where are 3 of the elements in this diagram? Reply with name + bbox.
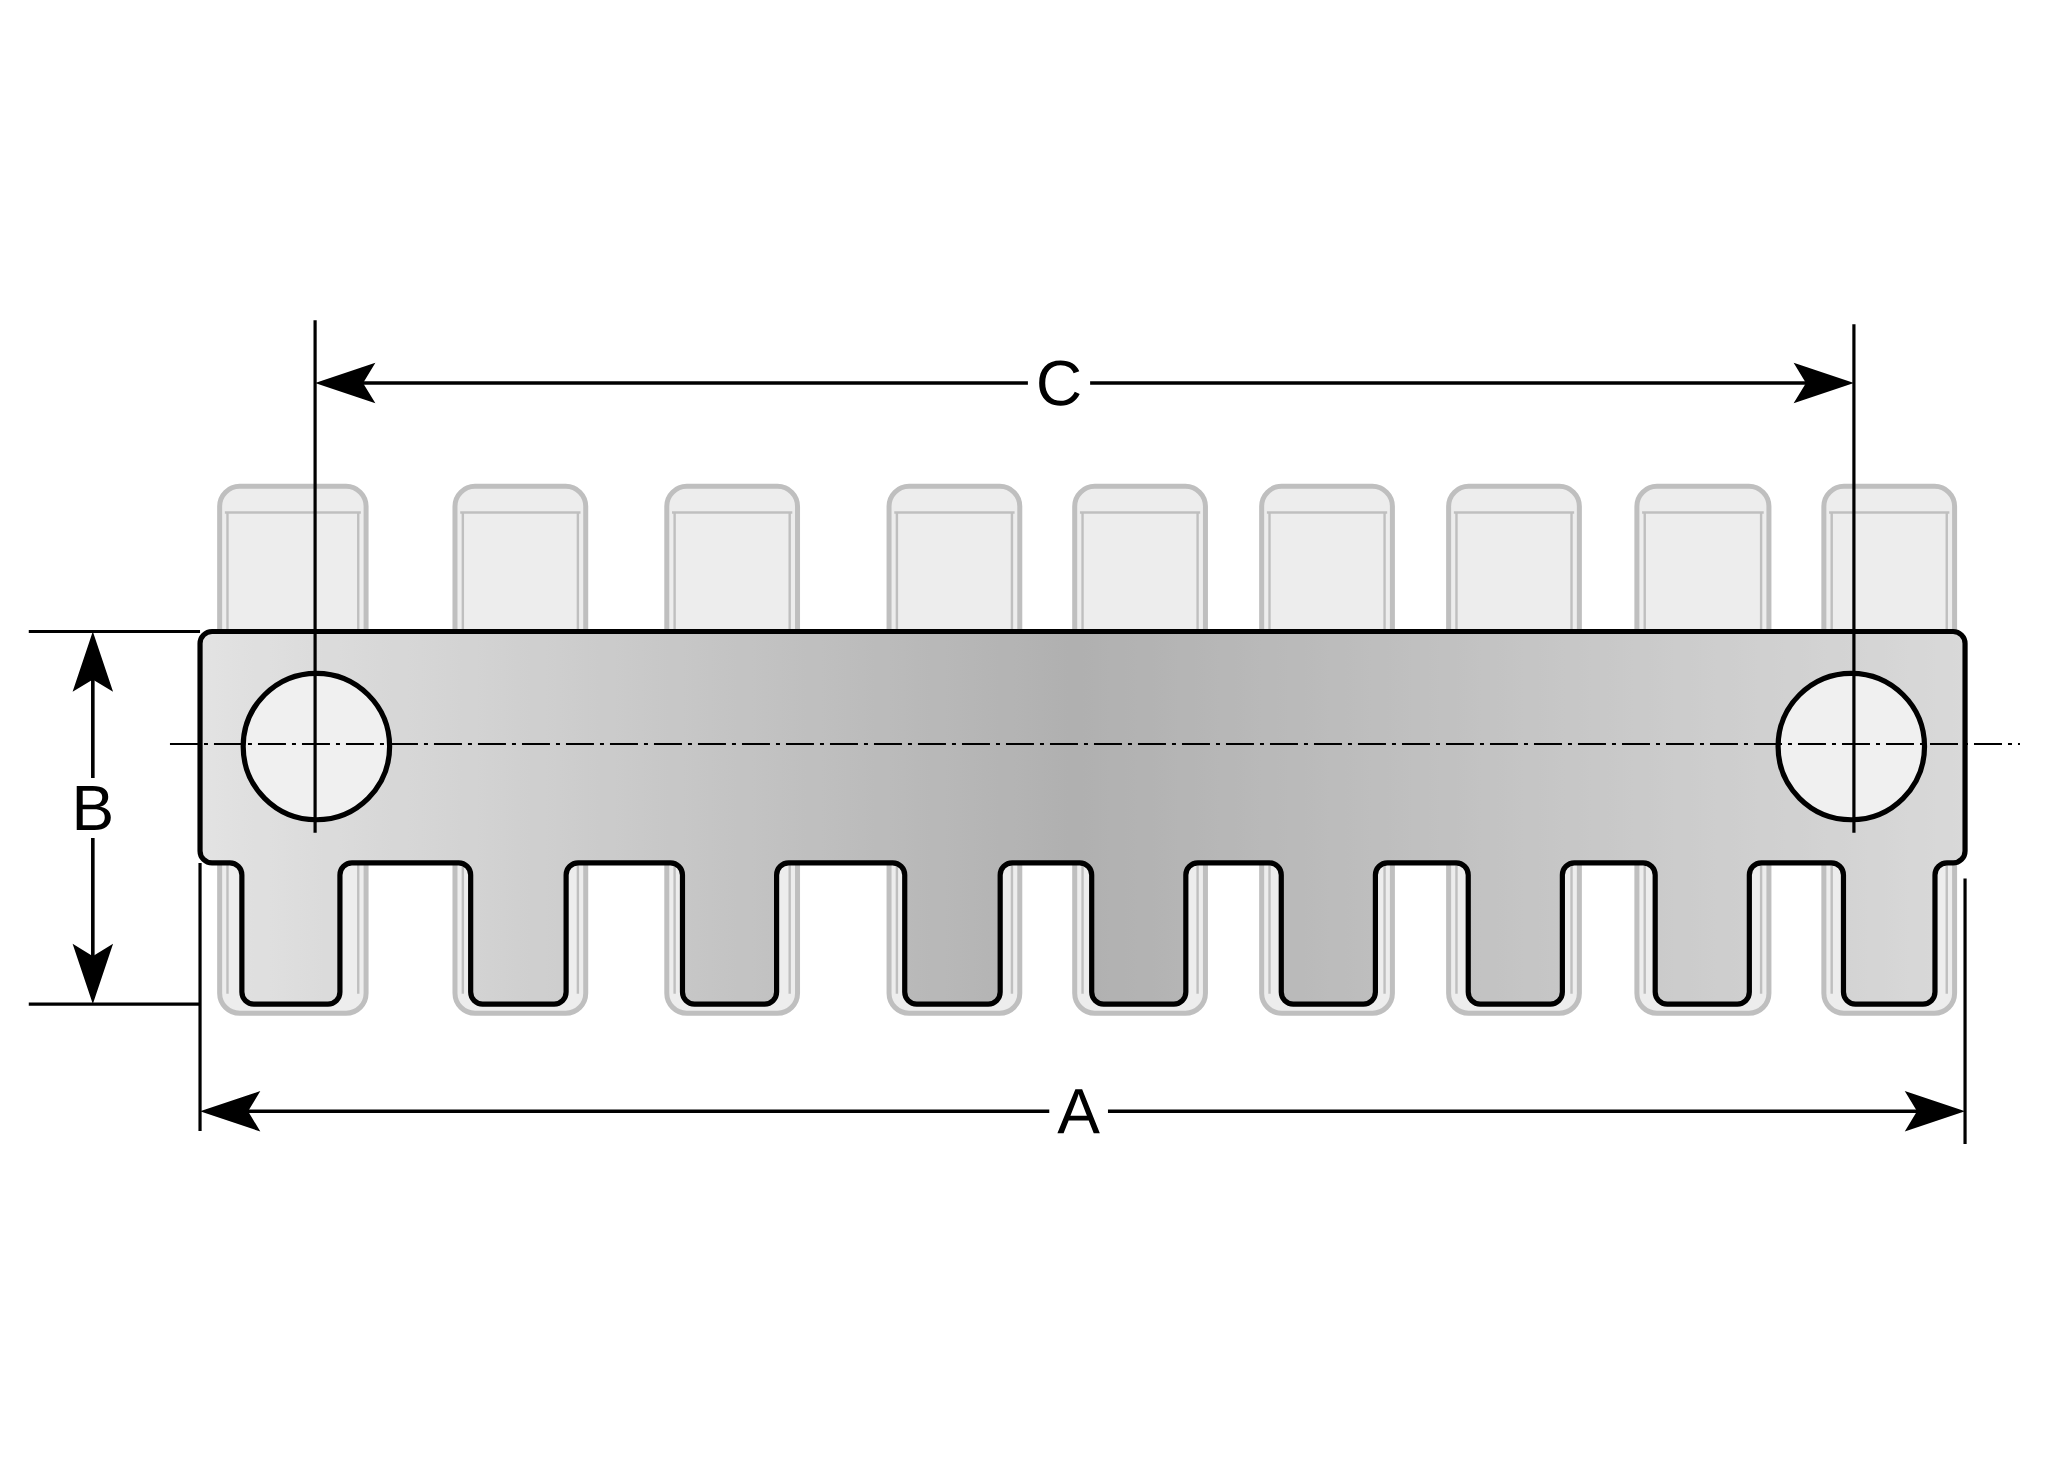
dimension-label: A <box>1049 1081 1108 1142</box>
dimension-label: C <box>1027 352 1091 414</box>
dimension-label: B <box>63 778 123 839</box>
